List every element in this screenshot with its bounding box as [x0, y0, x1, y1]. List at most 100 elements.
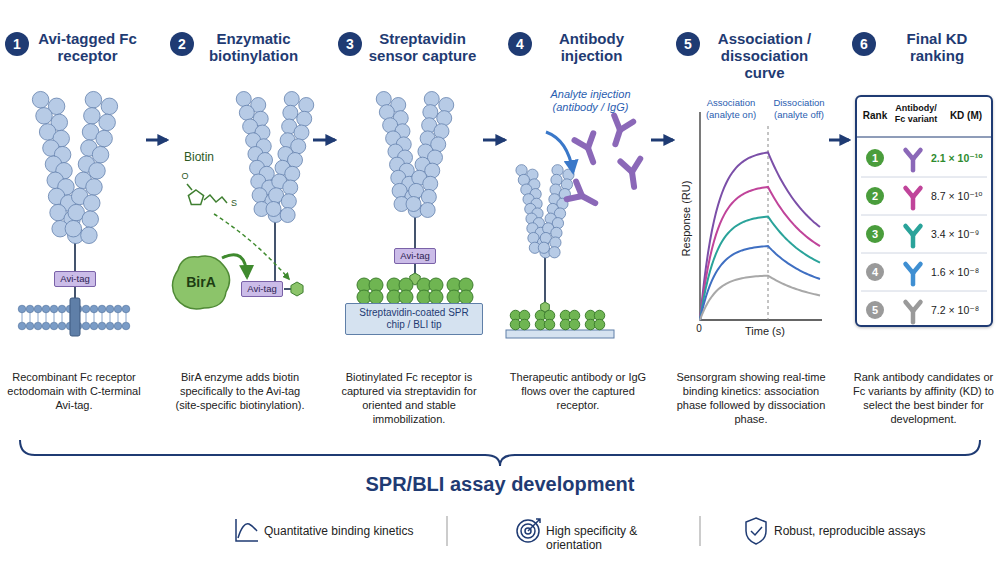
feature-label: Robust, reproducible assays — [774, 524, 944, 538]
rank-number: 1 — [865, 151, 885, 165]
flow-arrow — [829, 139, 849, 142]
label-holder: S — [228, 198, 240, 209]
step-description: Biotinylated Fc receptor is captured via… — [338, 370, 480, 426]
kinetics-icon — [236, 519, 258, 541]
streptavidin-tetramer — [535, 310, 555, 330]
molecule-label: Biotin — [174, 150, 224, 164]
kd-cell: 1.6 × 10⁻⁸ — [931, 265, 993, 279]
antibody-icon — [606, 115, 633, 147]
antibody-icon — [906, 188, 921, 208]
label-holder: O — [179, 171, 191, 182]
streptavidin-tetramer — [447, 278, 473, 304]
fc-receptor — [376, 92, 454, 251]
streptavidin-tetramer — [560, 310, 580, 330]
step-header: 1 Avi-tagged Fc receptor — [5, 30, 143, 64]
ranking-table: RankAntibody/ Fc variantKD (M)12.1 × 10⁻… — [855, 95, 993, 327]
streptavidin-tetramer — [387, 278, 413, 304]
avi-tag-box: Avi-tag — [241, 281, 282, 297]
fc-receptor — [236, 92, 314, 283]
kd-value: 3.4 × 10⁻⁹ — [931, 227, 993, 241]
step-header: 3Streptavidin sensor capture — [338, 30, 480, 64]
step-description-area: Biotinylated Fc receptor is captured via… — [338, 370, 480, 426]
phase-label: Association (analyte on) — [694, 97, 768, 120]
biotin-hexagon — [291, 282, 303, 296]
step-description-area: Therapeutic antibody or IgG flows over t… — [508, 370, 648, 412]
label-holder: Robust, reproducible assays — [774, 524, 944, 538]
antibody-icon — [906, 264, 921, 284]
step-number: 4 — [516, 37, 524, 51]
rank-number: 5 — [865, 303, 885, 317]
rank-number: 4 — [865, 265, 885, 279]
axis-tick: 0 — [693, 323, 705, 335]
analyte-label: Analyte injection (antibody / IgG) — [528, 88, 653, 114]
avi-tag-box: Avi-tag — [394, 248, 435, 264]
kd-value: 2.1 × 10⁻¹⁰ — [931, 151, 993, 165]
sensorgram — [700, 112, 822, 320]
analyte-flow-arrow — [546, 132, 573, 172]
table-header: Antibody/ Fc variant — [891, 103, 941, 125]
label-holder: Response (RU) — [680, 169, 693, 269]
antibody-icon — [906, 226, 921, 246]
step-description-area: Recombinant Fc receptor ectodomain with … — [5, 370, 143, 412]
step-panel: 3Streptavidin sensor captureBiotinylated… — [338, 30, 480, 440]
step-panel: 1 Avi-tagged Fc receptorRecombinant Fc re… — [5, 30, 143, 440]
label-holder: High specificity & orientation — [546, 524, 696, 552]
flow-arrow — [483, 139, 505, 142]
axis-label: Response (RU) — [680, 169, 693, 269]
step-header: 6Final KD ranking — [852, 30, 995, 64]
label-holder: Biotin — [174, 150, 224, 164]
kd-cell: 8.7 × 10⁻¹⁰ — [931, 189, 993, 203]
antibody-icon — [574, 133, 602, 165]
flow-arrow — [146, 139, 167, 142]
biotin-hexagon — [541, 302, 550, 312]
feature-label: Quantitative binding kinetics — [264, 524, 439, 538]
step-number: 2 — [178, 37, 186, 51]
fc-receptor — [32, 91, 117, 300]
enzyme-label: BirA — [186, 274, 216, 290]
shield-icon — [746, 518, 766, 544]
streptavidin-tetramer — [585, 310, 605, 330]
flow-arrow — [313, 139, 335, 142]
kd-value: 8.7 × 10⁻¹⁰ — [931, 189, 993, 203]
step-heading: Streptavidin sensor capture — [362, 30, 480, 64]
transmembrane-segment — [70, 298, 80, 336]
antibody-icon — [620, 159, 644, 189]
tag-linker — [284, 288, 291, 290]
label-holder: Analyte injection (antibody / IgG) — [528, 88, 653, 114]
step-description: Recombinant Fc receptor ectodomain with … — [5, 370, 143, 412]
table-graphics — [857, 97, 991, 325]
rank-number: 2 — [865, 189, 885, 203]
step-description-area: BirA enzyme adds biotin specifically to … — [170, 370, 310, 412]
kd-cell: 7.2 × 10⁻⁸ — [931, 303, 993, 317]
kd-value: 7.2 × 10⁻⁸ — [931, 303, 993, 317]
table-header-cell: KD (M) — [941, 110, 991, 121]
step-description: Sensorgram showing real-time binding kin… — [676, 370, 826, 426]
label-holder: Time (s) — [730, 325, 800, 338]
step-number-circle: 4 — [508, 32, 532, 56]
fc-receptor — [516, 165, 574, 302]
step-number: 1 — [13, 37, 21, 51]
kd-cell: 3.4 × 10⁻⁹ — [931, 227, 993, 241]
rank-cell: 3 — [865, 227, 885, 241]
kd-value: 1.6 × 10⁻⁸ — [931, 265, 993, 279]
target-icon — [517, 519, 540, 542]
step-description: Rank antibody candidates or Fc variants … — [852, 370, 995, 426]
atom-label: S — [228, 198, 240, 209]
step-panel: 2Enzymatic biotinylationBirA enzyme adds… — [170, 30, 310, 440]
antibody-icon — [906, 150, 921, 170]
step-heading: Association / dissociation curve — [700, 30, 826, 81]
separator — [447, 516, 448, 546]
avi-tag-box: Avi-tag — [54, 271, 95, 287]
tag-label: Avi-tag — [400, 250, 429, 262]
step-heading: Avi-tagged Fc receptor — [29, 30, 143, 64]
phase-label: Dissociation (analyte off) — [768, 97, 830, 120]
table-header: KD (M) — [941, 110, 991, 121]
label-holder: Dissociation (analyte off) — [768, 97, 830, 120]
axis-label: Time (s) — [730, 325, 800, 338]
step-number-circle: 3 — [338, 32, 362, 56]
label-holder: Quantitative binding kinetics — [264, 524, 439, 538]
rank-cell: 4 — [865, 265, 885, 279]
tag-label: Avi-tag — [247, 283, 276, 295]
rank-cell: 5 — [865, 303, 885, 317]
label-holder: 0 — [693, 323, 705, 335]
